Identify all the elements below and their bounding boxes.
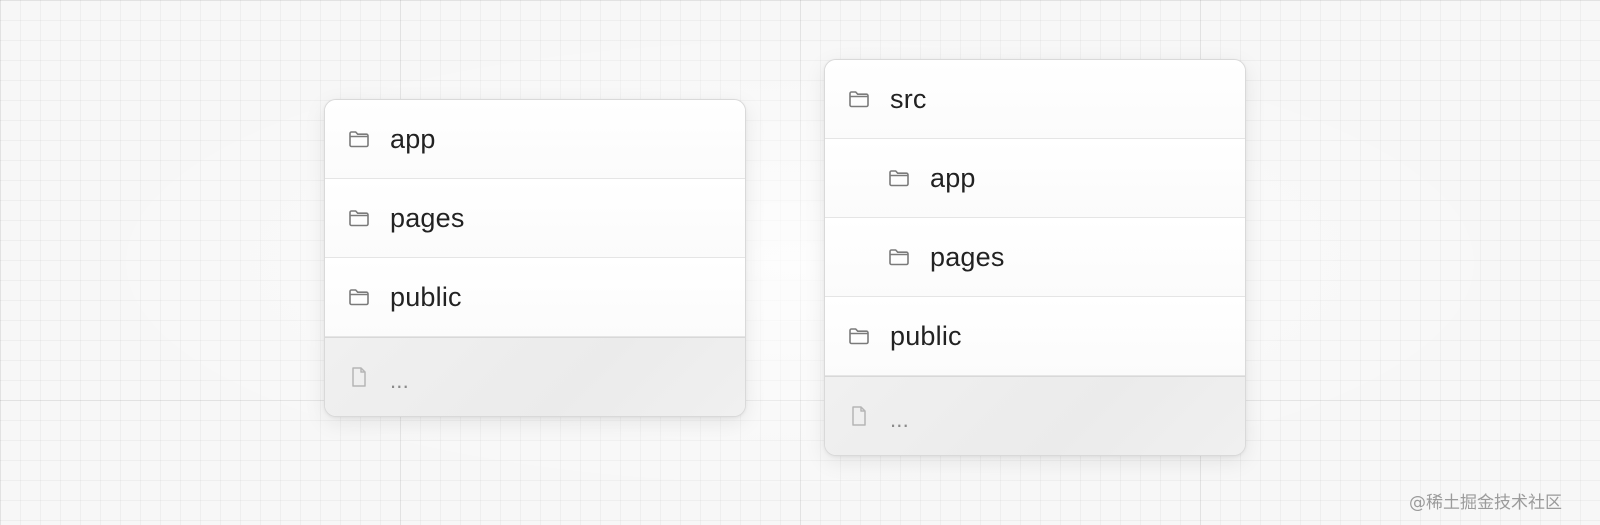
tree-row-file[interactable]: ... — [825, 376, 1245, 455]
file-tree-panel-root: app pages public ... — [324, 99, 746, 417]
tree-row-file[interactable]: ... — [325, 337, 745, 416]
file-icon — [347, 365, 371, 389]
file-icon — [847, 404, 871, 428]
tree-row-label: app — [390, 123, 436, 154]
folder-icon — [347, 206, 371, 230]
tree-row-label: public — [390, 281, 462, 312]
tree-row-folder[interactable]: pages — [325, 179, 745, 258]
file-tree-panel-src: src app pages public ... — [824, 59, 1246, 456]
tree-row-label: ... — [390, 368, 409, 393]
tree-row-label: app — [930, 162, 976, 193]
tree-row-folder[interactable]: public — [825, 297, 1245, 376]
folder-icon — [887, 245, 911, 269]
folder-icon — [847, 87, 871, 111]
tree-row-folder[interactable]: src — [825, 60, 1245, 139]
folder-icon — [347, 285, 371, 309]
tree-row-folder[interactable]: public — [325, 258, 745, 337]
tree-row-label: ... — [890, 407, 909, 432]
tree-row-label: pages — [390, 202, 465, 233]
tree-row-folder[interactable]: pages — [825, 218, 1245, 297]
watermark: @稀土掘金技术社区 — [1409, 493, 1562, 513]
tree-row-folder[interactable]: app — [825, 139, 1245, 218]
folder-icon — [347, 127, 371, 151]
folder-icon — [887, 166, 911, 190]
folder-icon — [847, 324, 871, 348]
tree-row-label: pages — [930, 241, 1005, 272]
tree-row-folder[interactable]: app — [325, 100, 745, 179]
tree-row-label: public — [890, 320, 962, 351]
tree-row-label: src — [890, 83, 927, 114]
